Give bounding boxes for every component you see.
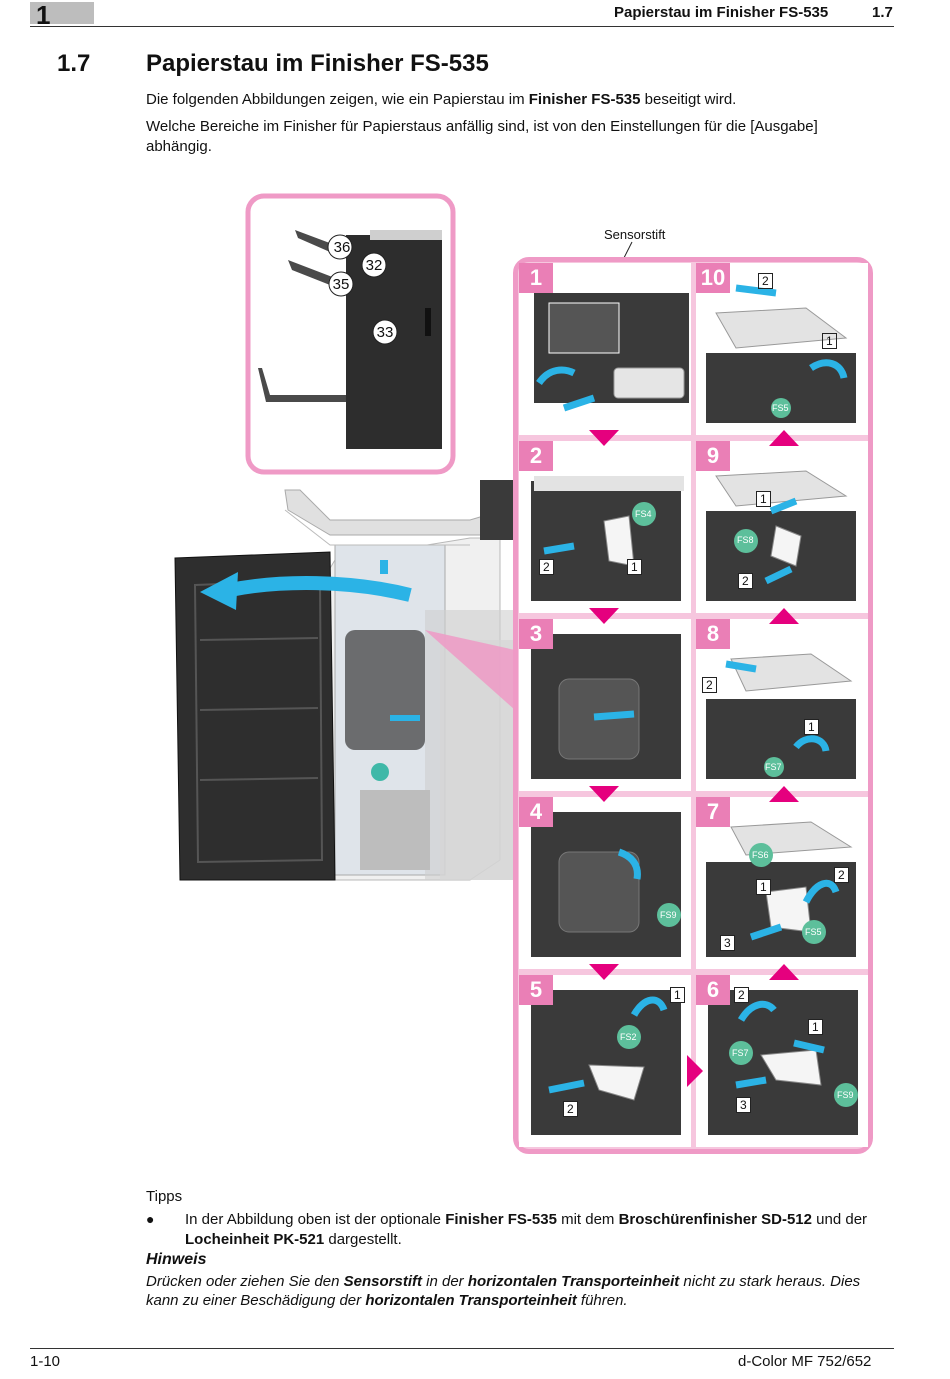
chapter-tab: [30, 2, 94, 24]
step-mark: 1: [756, 491, 771, 507]
step-number: 4: [519, 797, 553, 827]
text-run-bold: horizontalen Transporteinheit: [365, 1292, 577, 1309]
tip-text: In der Abbildung oben ist der optionale …: [185, 1210, 895, 1250]
step-3-drawing: [531, 634, 681, 779]
step-panel-8: 8 2 1 FS7: [696, 619, 868, 791]
callout-35: 35: [332, 276, 350, 293]
step-mark: 1: [756, 879, 771, 895]
step-mark: 2: [738, 573, 753, 589]
step-number: 1: [519, 263, 553, 293]
step-flow-arrows: [589, 430, 799, 1087]
step-4-drawing: [531, 812, 681, 957]
text-run-bold: Finisher FS-535: [445, 1211, 557, 1228]
chapter-number: 1: [36, 0, 51, 30]
text-run-bold: Finisher FS-535: [528, 91, 641, 108]
step-number: 8: [696, 619, 730, 649]
header-section: 1.7: [872, 4, 893, 21]
section-title: Papierstau im Finisher FS-535: [146, 50, 489, 77]
step-1-drawing: [534, 293, 689, 412]
step-badge: FS7: [732, 1048, 749, 1058]
intro-paragraph-2: Welche Bereiche im Finisher für Papierst…: [146, 118, 818, 155]
callout-32: 32: [365, 257, 383, 274]
step-mark: 3: [720, 935, 735, 951]
step-badge: FS9: [660, 910, 677, 920]
footer-rule: [30, 1348, 894, 1349]
note-text: Drücken oder ziehen Sie den Sensorstift …: [146, 1272, 891, 1310]
text-run-bold: Sensorstift: [343, 1273, 422, 1290]
step-panel-4: 4 FS9: [519, 797, 691, 969]
finisher-illustration: [174, 193, 680, 881]
product-name: d-Color MF 752/652: [738, 1353, 872, 1370]
step-panel-1: 1: [519, 263, 691, 435]
tips-label: Tipps: [146, 1188, 183, 1205]
text-run: Die folgenden Abbildungen zeigen, wie ei…: [146, 91, 529, 108]
step-badge: FS5: [805, 927, 822, 937]
header-rule: [30, 26, 894, 27]
text-run: In der Abbildung oben ist der optionale: [185, 1211, 446, 1228]
step-mark: 1: [808, 1019, 823, 1035]
callout-36: 36: [333, 239, 351, 256]
step-5-drawing: [531, 990, 681, 1135]
step-number: 10: [696, 263, 730, 293]
step-panel-2: 2 FS4 2 1: [519, 441, 691, 613]
step-badge: FS7: [765, 762, 782, 772]
step-number: 7: [696, 797, 730, 827]
header-title: Papierstau im Finisher FS-535: [614, 4, 829, 21]
text-run-bold: Locheinheit PK-521: [185, 1231, 325, 1248]
callout-33: 33: [376, 324, 394, 341]
step-10-drawing: [706, 284, 856, 423]
step-mark: 2: [758, 273, 773, 289]
step-7-drawing: [706, 821, 856, 957]
text-run-bold: Broschürenfinisher SD-512: [618, 1211, 812, 1228]
text-run: in der: [421, 1273, 468, 1290]
text-run: beseitigt wird.: [640, 91, 737, 108]
text-run: Drücken oder ziehen Sie den: [146, 1273, 344, 1290]
step-badge: FS8: [737, 535, 754, 545]
step-mark: 2: [734, 987, 749, 1003]
bullet-icon: ●: [146, 1211, 155, 1227]
step-mark: 2: [702, 677, 717, 693]
text-run: nicht zu stark heraus. Dies kann zu eine…: [146, 1273, 861, 1309]
step-panel-9: 9 1 FS8 2: [696, 441, 868, 613]
step-number: 6: [696, 975, 730, 1005]
step-mark: 1: [822, 333, 837, 349]
step-9-drawing: [706, 470, 856, 601]
text-run-bold: horizontalen Transporteinheit: [467, 1273, 680, 1290]
step-number: 9: [696, 441, 730, 471]
step-badge: FS4: [635, 509, 652, 519]
step-panel-3: 3: [519, 619, 691, 791]
step-6-drawing: [708, 990, 858, 1135]
text-run: und der: [811, 1211, 868, 1228]
step-mark: 1: [804, 719, 819, 735]
step-badge: FS6: [752, 850, 769, 860]
text-run: mit dem: [556, 1211, 619, 1228]
step-badge: FS5: [772, 403, 789, 413]
step-number: 2: [519, 441, 553, 471]
step-mark: 1: [670, 987, 685, 1003]
text-run: führen.: [576, 1292, 628, 1309]
step-panel-10: 10 2 1 FS5: [696, 263, 868, 435]
step-panel-7: 7 FS6 1 2 FS5 3: [696, 797, 868, 969]
step-number: 3: [519, 619, 553, 649]
step-8-drawing: [706, 653, 856, 779]
step-badge: FS2: [620, 1032, 637, 1042]
step-number: 5: [519, 975, 553, 1005]
step-panel-5: 5 1 FS2 2: [519, 975, 691, 1147]
step-panel-6: 6 2 1 FS7 3 FS9: [696, 975, 868, 1147]
step-badge: FS9: [837, 1090, 854, 1100]
step-mark: 2: [539, 559, 554, 575]
step-mark: 3: [736, 1097, 751, 1113]
step-mark: 2: [563, 1101, 578, 1117]
intro-paragraph-1: Die folgenden Abbildungen zeigen, wie ei…: [146, 90, 886, 110]
text-run: dargestellt.: [324, 1231, 402, 1248]
note-label: Hinweis: [146, 1251, 207, 1268]
sensor-label: Sensorstift: [604, 227, 666, 242]
section-number: 1.7: [57, 50, 91, 77]
page-number: 1-10: [30, 1353, 61, 1370]
step-mark: 2: [834, 867, 849, 883]
step-mark: 1: [627, 559, 642, 575]
